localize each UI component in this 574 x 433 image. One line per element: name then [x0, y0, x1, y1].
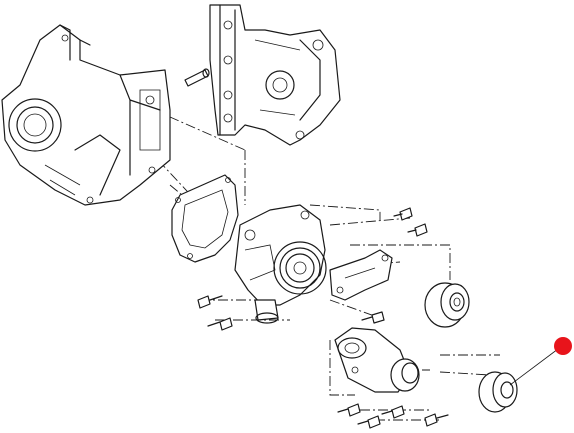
- idler-pulley: [424, 282, 470, 328]
- water-pump-gasket: [171, 174, 239, 263]
- bolt: [197, 295, 223, 309]
- callout-leader-line: [509, 345, 563, 386]
- bolt: [357, 415, 381, 429]
- bolt: [407, 223, 428, 237]
- dowel-pin: [184, 68, 210, 87]
- tensioner-pulley: [478, 371, 518, 413]
- bolt: [393, 207, 413, 221]
- water-pump: [234, 204, 327, 324]
- bolt: [381, 405, 405, 419]
- callout-marker[interactable]: [554, 337, 572, 355]
- bolt: [337, 403, 361, 417]
- bolt: [207, 317, 233, 331]
- engine-front-cover: [1, 24, 171, 206]
- accessory-bracket: [209, 4, 341, 146]
- belt-tensioner: [334, 327, 420, 393]
- bolt: [361, 311, 385, 324]
- callout: [509, 337, 572, 386]
- idler-pulley-bracket: [329, 249, 393, 301]
- bolts: [197, 207, 449, 429]
- bolt: [424, 413, 449, 427]
